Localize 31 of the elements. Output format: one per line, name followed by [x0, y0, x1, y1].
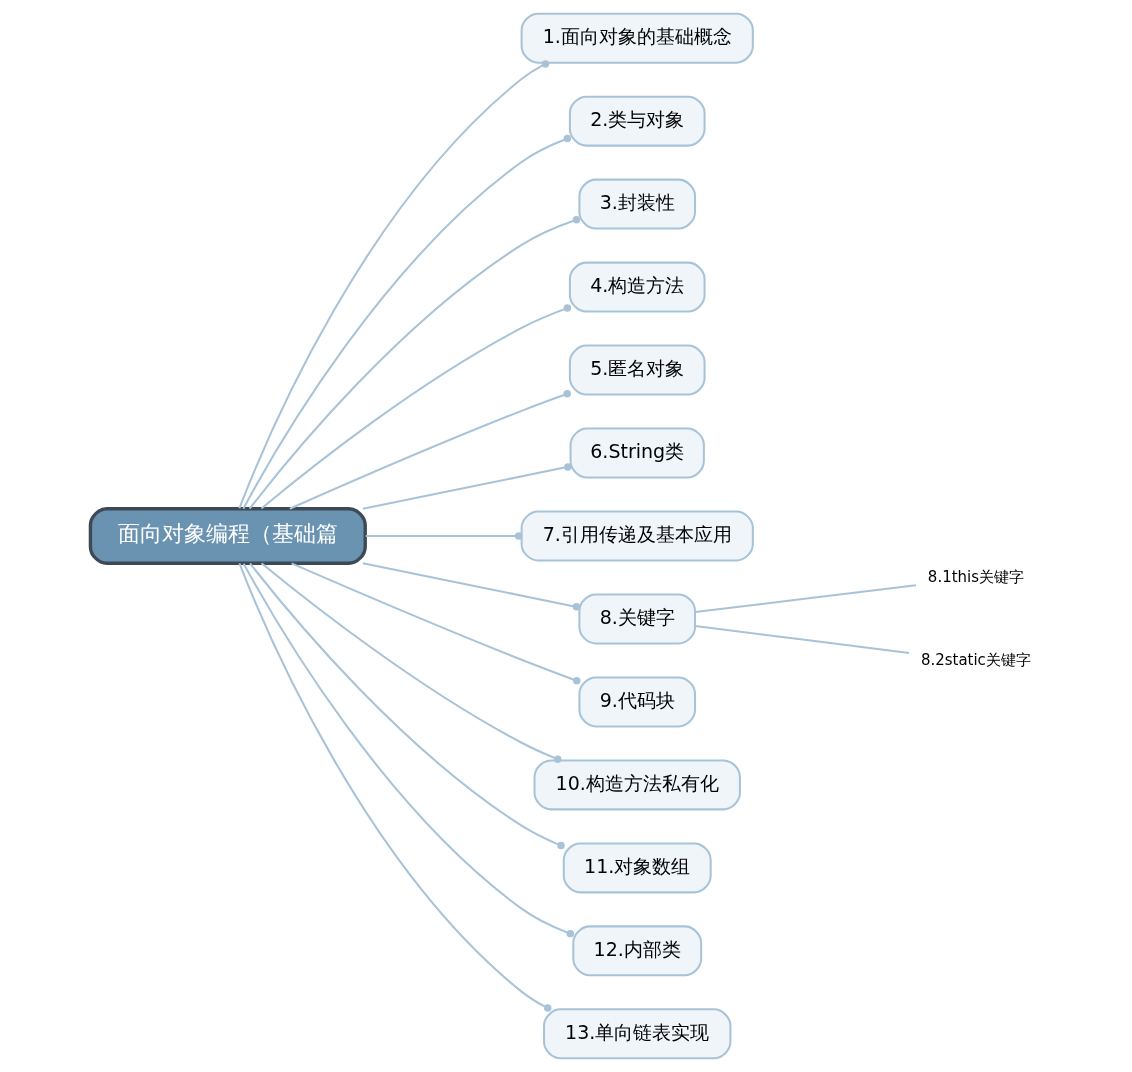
connector: [241, 134, 571, 510]
connector: [248, 216, 580, 510]
node-box: 2.类与对象: [568, 95, 706, 147]
node-text: 8.2static关键字: [920, 650, 1031, 669]
node-box: 13.单向链表实现: [542, 1008, 731, 1060]
node-text: 8.1this关键字: [927, 567, 1024, 586]
connector: [288, 390, 571, 510]
connector: [237, 563, 551, 1012]
node-box: 3.封装性: [577, 178, 696, 230]
node-box: 1.面向对象的基础概念: [520, 12, 754, 64]
node-box: 11.对象数组: [562, 842, 712, 894]
node-box: 4.构造方法: [568, 261, 706, 313]
node-box: 8.关键字: [577, 593, 696, 645]
connector: [290, 562, 580, 685]
node-box: 10.构造方法私有化: [533, 759, 741, 811]
connector: [365, 532, 522, 540]
connector: [694, 625, 909, 654]
connector: [260, 304, 571, 510]
node-box: 面向对象编程（基础篇: [88, 507, 367, 565]
node-box: 9.代码块: [577, 676, 696, 728]
connector: [260, 562, 561, 763]
connector: [237, 60, 549, 509]
node-box: 12.内部类: [571, 925, 702, 977]
node-box: 5.匿名对象: [568, 344, 706, 396]
connector: [248, 562, 565, 850]
connector: [362, 562, 580, 611]
node-box: 7.引用传递及基本应用: [520, 510, 754, 562]
connector: [362, 463, 572, 510]
node-box: 6.String类: [569, 427, 705, 479]
connector: [242, 563, 574, 938]
connector: [694, 584, 916, 614]
